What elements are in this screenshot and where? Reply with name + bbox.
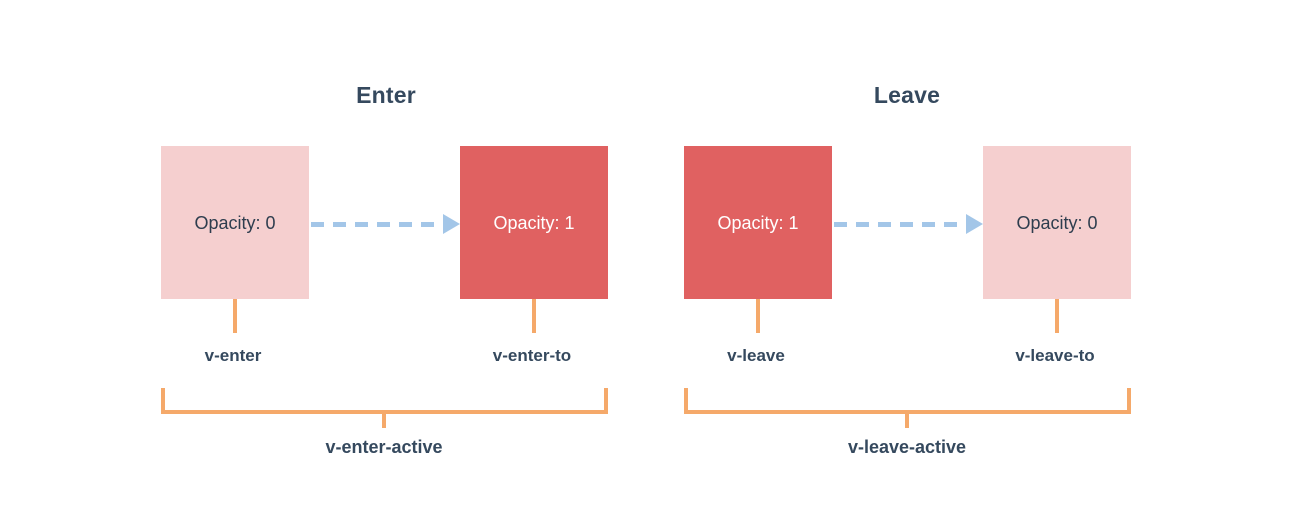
arrow-dashed-line xyxy=(311,221,444,227)
stem-v-leave xyxy=(756,299,760,333)
state-box-leave-from-label: Opacity: 1 xyxy=(717,212,799,233)
state-box-leave-from: Opacity: 1 xyxy=(684,146,832,299)
bracket-stem-enter-active xyxy=(382,412,386,428)
stem-v-enter xyxy=(233,299,237,333)
bracket-stem-leave-active xyxy=(905,412,909,428)
state-box-enter-to-label: Opacity: 1 xyxy=(493,212,575,233)
bracket-enter-active xyxy=(161,388,608,414)
group-title-enter: Enter xyxy=(356,82,416,108)
class-label-v-enter: v-enter xyxy=(204,346,262,365)
arrow-head-icon xyxy=(966,214,983,234)
state-box-leave-to: Opacity: 0 xyxy=(983,146,1131,299)
state-box-leave-to-label: Opacity: 0 xyxy=(1016,212,1098,233)
class-label-v-leave: v-leave xyxy=(727,346,785,365)
transition-arrow-enter xyxy=(311,214,460,234)
state-box-enter-from: Opacity: 0 xyxy=(161,146,309,299)
bracket-leave-active xyxy=(684,388,1131,414)
stem-v-leave-to xyxy=(1055,299,1059,333)
stem-v-enter-to xyxy=(532,299,536,333)
group-title-leave: Leave xyxy=(873,82,941,108)
class-label-v-leave-to: v-leave-to xyxy=(1015,346,1095,365)
state-box-enter-to: Opacity: 1 xyxy=(460,146,608,299)
class-label-v-leave-active: v-leave-active xyxy=(847,437,967,457)
state-box-enter-from-label: Opacity: 0 xyxy=(194,212,276,233)
class-label-v-enter-active: v-enter-active xyxy=(325,437,443,457)
transition-arrow-leave xyxy=(834,214,983,234)
arrow-head-icon xyxy=(443,214,460,234)
class-label-v-enter-to: v-enter-to xyxy=(492,346,572,365)
arrow-dashed-line xyxy=(834,221,967,227)
